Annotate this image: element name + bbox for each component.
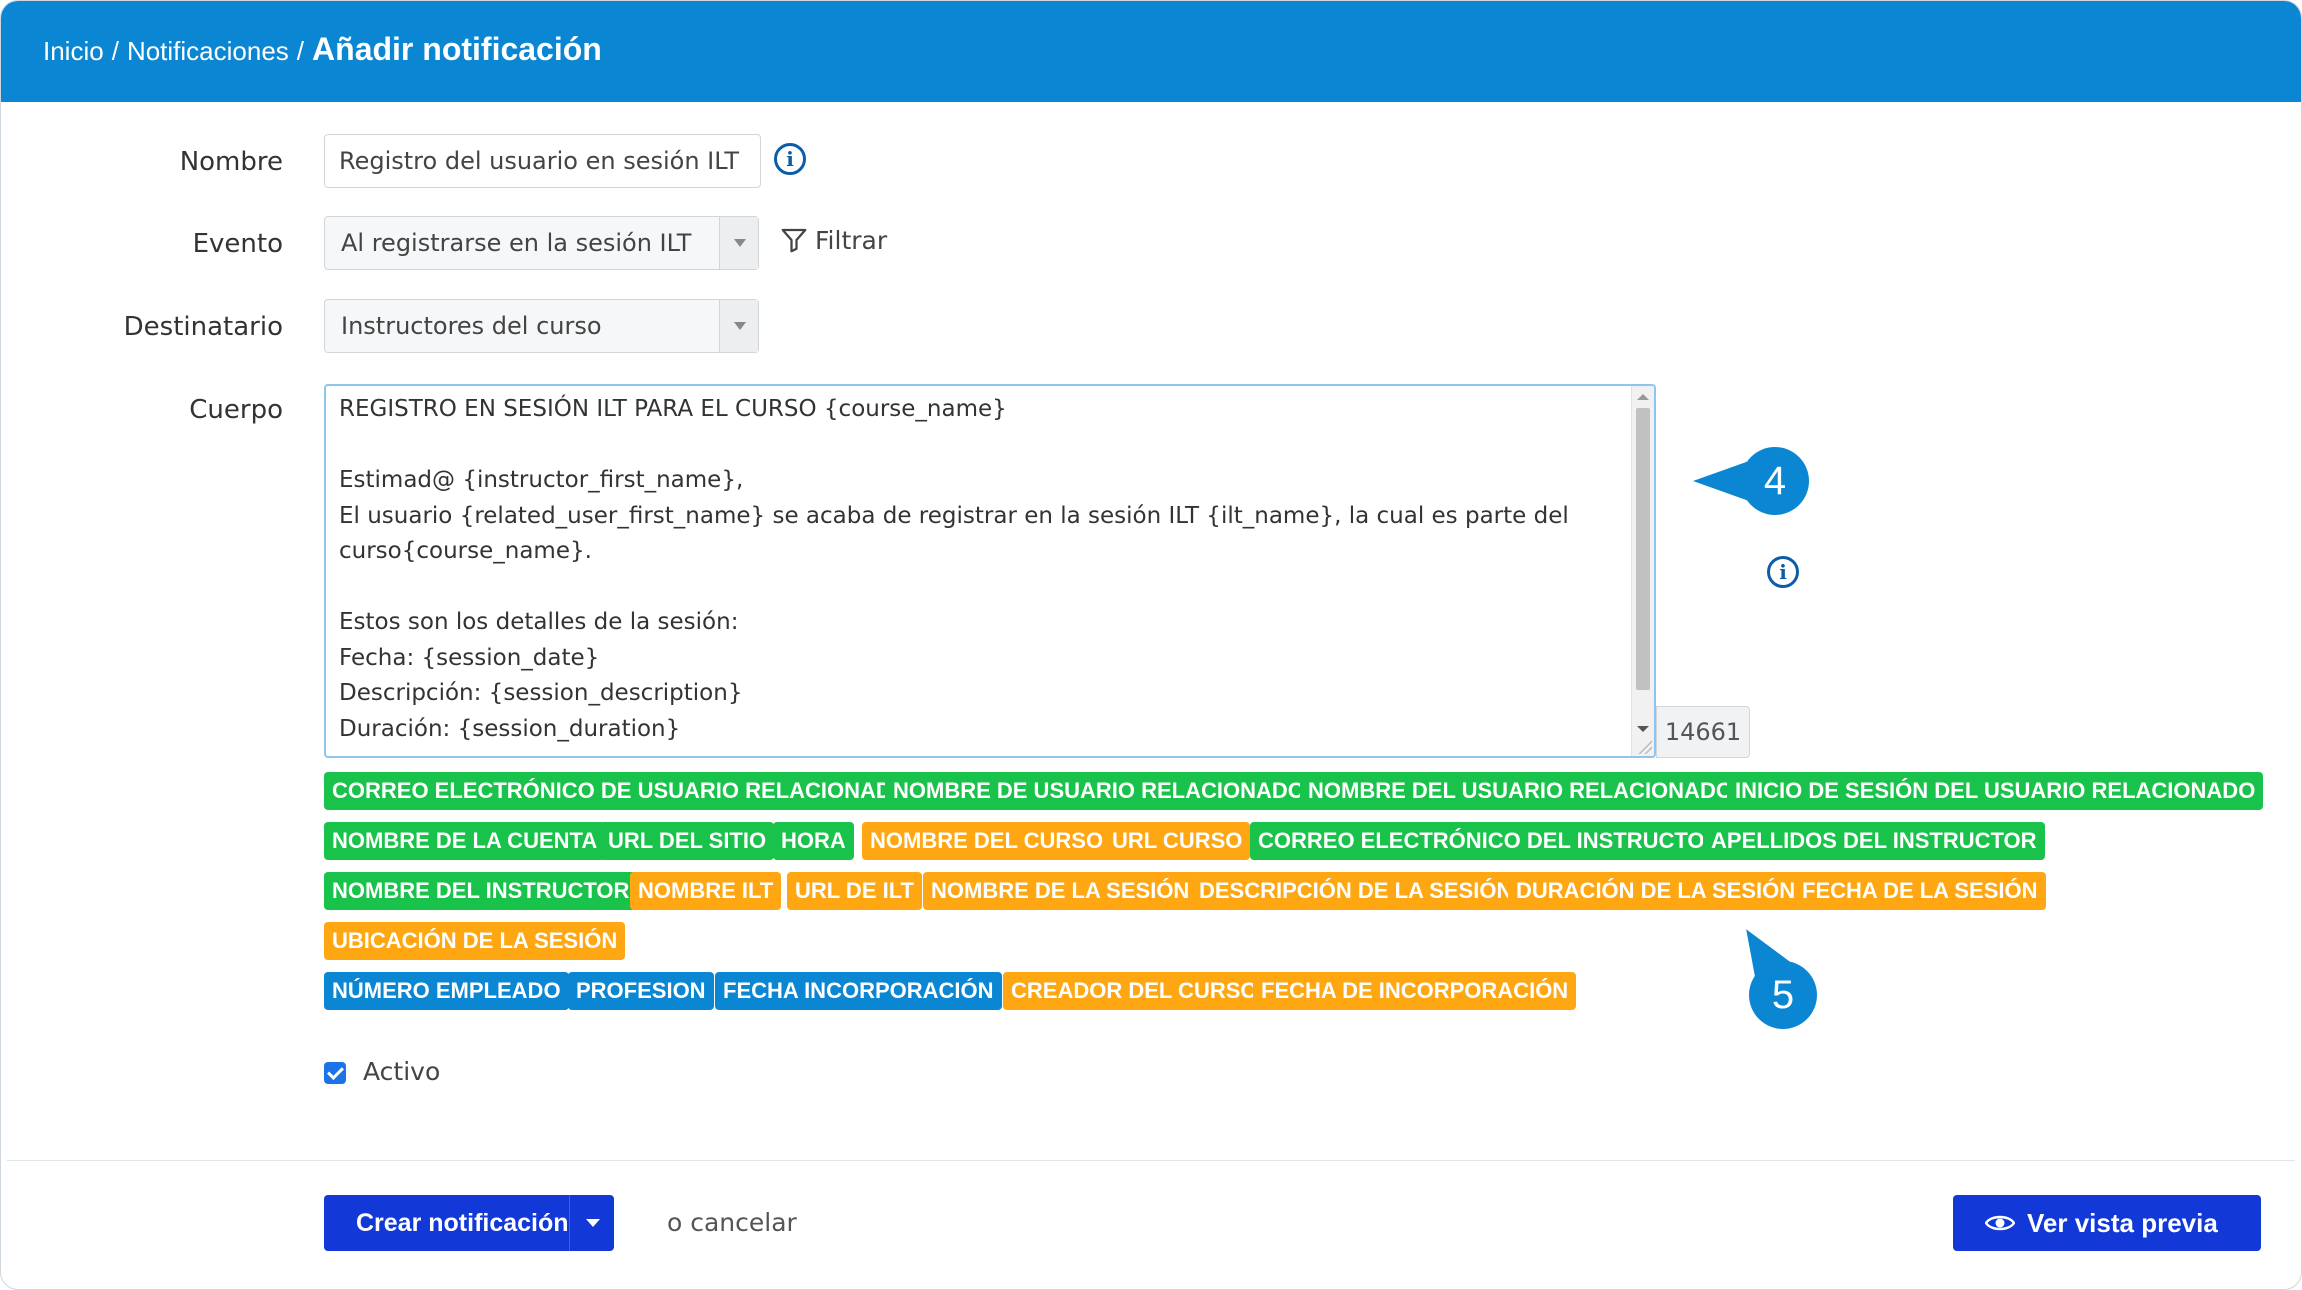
eye-icon (1985, 1215, 2015, 1231)
scroll-down-icon[interactable] (1637, 726, 1649, 732)
callout-badge: 4 (1693, 447, 1809, 515)
dropdown-caret-icon[interactable] (719, 217, 758, 269)
page-title: Añadir notificación (312, 31, 602, 67)
placeholder-tag[interactable]: CORREO ELECTRÓNICO DE USUARIO RELACIONAD… (324, 772, 917, 810)
body-textarea[interactable]: REGISTRO EN SESIÓN ILT PARA EL CURSO {co… (324, 384, 1656, 758)
create-notification-button[interactable]: Crear notificación (324, 1195, 614, 1251)
placeholder-tag[interactable]: NOMBRE ILT (630, 872, 782, 910)
placeholder-tag[interactable]: INICIO DE SESIÓN DEL USUARIO RELACIONADO (1727, 772, 2264, 810)
footer-divider (7, 1160, 2295, 1161)
scroll-up-icon[interactable] (1637, 394, 1649, 400)
placeholder-tag[interactable]: UBICACIÓN DE LA SESIÓN (324, 922, 626, 960)
body-line: Descripción: {session_description} (339, 680, 743, 706)
preview-label: Ver vista previa (2027, 1208, 2218, 1238)
name-input[interactable]: Registro del usuario en sesión ILT (324, 134, 761, 188)
header-bar: Inicio/Notificaciones/Añadir notificació… (1, 1, 2301, 102)
placeholder-tag[interactable]: HORA (773, 822, 854, 860)
chevron-down-icon[interactable] (569, 1195, 614, 1251)
cancel-link[interactable]: o cancelar (667, 1208, 797, 1237)
scroll-thumb[interactable] (1636, 408, 1650, 690)
placeholder-tag[interactable]: URL DEL SITIO (600, 822, 775, 860)
placeholder-tag[interactable]: URL DE ILT (787, 872, 922, 910)
breadcrumb-home[interactable]: Inicio (43, 36, 104, 66)
callout-badge: 5 (1749, 961, 1817, 1029)
body-line: Estos son los detalles de la sesión: (339, 609, 739, 635)
placeholder-tag[interactable]: DURACIÓN DE LA SESIÓN (1508, 872, 1804, 910)
placeholder-tag[interactable]: CORREO ELECTRÓNICO DEL INSTRUCTOR (1250, 822, 1729, 860)
name-label: Nombre (179, 147, 283, 177)
active-checkbox[interactable] (324, 1062, 346, 1084)
character-counter: 14661 (1656, 706, 1750, 758)
recipient-label: Destinatario (123, 312, 283, 342)
body-line: Estimad@ {instructor_first_name}, (339, 467, 744, 493)
breadcrumb-separator: / (111, 36, 119, 66)
placeholder-tag[interactable]: NÚMERO EMPLEADO (324, 972, 569, 1010)
placeholder-tag[interactable]: FECHA DE LA SESIÓN (1794, 872, 2046, 910)
placeholder-tag[interactable]: FECHA DE INCORPORACIÓN (1253, 972, 1577, 1010)
create-notification-label: Crear notificación (356, 1209, 569, 1237)
preview-button[interactable]: Ver vista previa (1953, 1195, 2261, 1251)
placeholder-tag[interactable]: NOMBRE DEL USUARIO RELACIONADO (1300, 772, 1741, 810)
recipient-select-value: Instructores del curso (341, 312, 602, 340)
resize-grip-icon[interactable] (1638, 740, 1652, 754)
filter-button[interactable]: Filtrar (779, 225, 887, 255)
event-select-value: Al registrarse en la sesión ILT (341, 229, 692, 257)
active-label: Activo (363, 1057, 441, 1086)
placeholder-tag[interactable]: NOMBRE DEL CURSO (862, 822, 1112, 860)
body-line: Duración: {session_duration} (339, 716, 681, 742)
placeholder-tag[interactable]: NOMBRE DE USUARIO RELACIONADO (885, 772, 1313, 810)
dropdown-caret-icon[interactable] (719, 300, 758, 352)
placeholder-tag[interactable]: DESCRIPCIÓN DE LA SESIÓN (1191, 872, 1521, 910)
placeholder-tag[interactable]: NOMBRE DEL INSTRUCTOR (324, 872, 638, 910)
breadcrumb-section[interactable]: Notificaciones (126, 36, 289, 66)
placeholder-tag[interactable]: CREADOR DEL CURSO (1003, 972, 1266, 1010)
breadcrumb: Inicio/Notificaciones/Añadir notificació… (43, 31, 602, 68)
body-line: curso{course_name}. (339, 538, 592, 564)
body-line: El usuario {related_user_first_name} se … (339, 503, 1569, 529)
info-icon[interactable]: i (774, 143, 806, 175)
event-select[interactable]: Al registrarse en la sesión ILT (324, 216, 759, 270)
placeholder-tag[interactable]: APELLIDOS DEL INSTRUCTOR (1703, 822, 2045, 860)
placeholder-tag[interactable]: URL CURSO (1104, 822, 1251, 860)
body-label: Cuerpo (189, 395, 283, 425)
event-label: Evento (192, 229, 283, 259)
recipient-select[interactable]: Instructores del curso (324, 299, 759, 353)
info-icon[interactable]: i (1767, 556, 1799, 588)
body-line: REGISTRO EN SESIÓN ILT PARA EL CURSO {co… (339, 396, 1007, 422)
filter-label: Filtrar (815, 225, 888, 255)
filter-icon (781, 228, 807, 253)
placeholder-tag[interactable]: NOMBRE DE LA CUENTA (324, 822, 606, 860)
placeholder-tag[interactable]: PROFESION (568, 972, 714, 1010)
body-line: Fecha: {session_date} (339, 645, 600, 671)
placeholder-tag[interactable]: NOMBRE DE LA SESIÓN (923, 872, 1198, 910)
breadcrumb-separator: / (296, 36, 305, 66)
body-scrollbar[interactable] (1631, 386, 1654, 756)
placeholder-tag[interactable]: FECHA INCORPORACIÓN (715, 972, 1002, 1010)
